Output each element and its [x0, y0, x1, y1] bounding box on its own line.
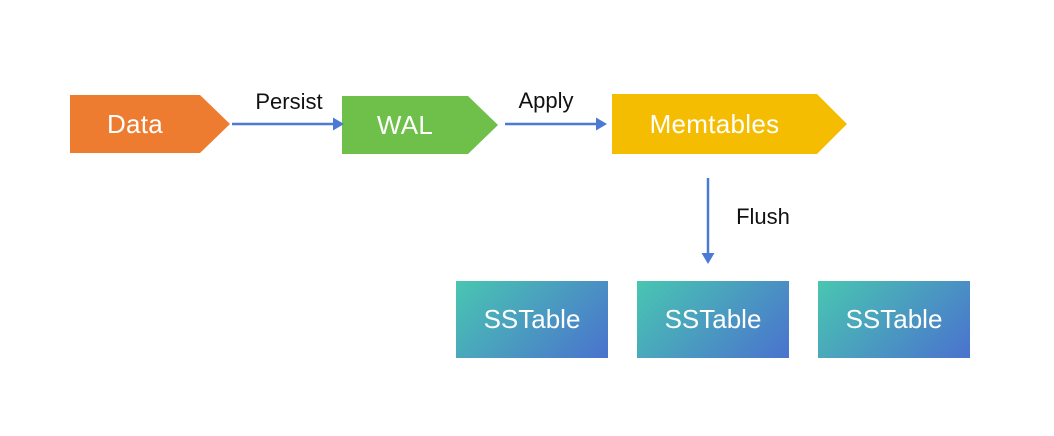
node-sstable-2: SSTable	[637, 281, 789, 358]
node-wal: WAL	[342, 96, 498, 154]
node-data: Data	[70, 95, 230, 153]
node-sstable-3-label: SSTable	[845, 304, 943, 334]
node-sstable-3: SSTable	[818, 281, 970, 358]
edge-label-apply: Apply	[518, 88, 574, 113]
flush-arrow-icon	[701, 178, 715, 264]
node-memtables-label: Memtables	[649, 108, 780, 139]
edge-label-persist: Persist	[255, 89, 323, 114]
persist-arrow-icon	[232, 117, 344, 131]
apply-arrow-icon	[505, 117, 607, 131]
node-wal-label: WAL	[376, 109, 434, 140]
node-data-label: Data	[106, 108, 164, 139]
node-sstable-1-label: SSTable	[483, 304, 581, 334]
edge-label-flush: Flush	[736, 204, 790, 229]
node-memtables: Memtables	[612, 94, 847, 154]
node-sstable-2-label: SSTable	[664, 304, 762, 334]
node-sstable-1: SSTable	[456, 281, 608, 358]
